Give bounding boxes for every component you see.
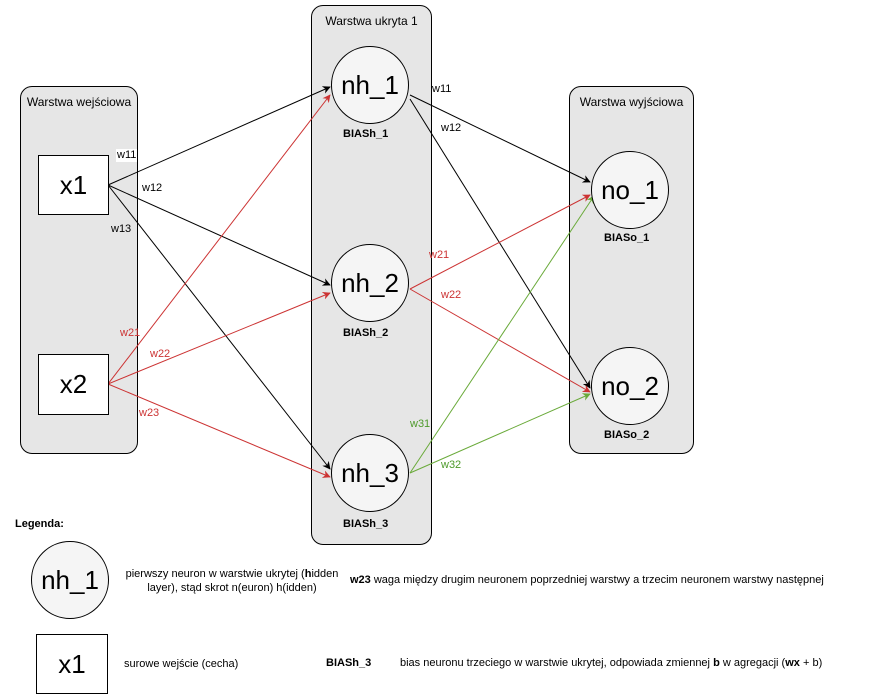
- edge-x2-nh1: [107, 94, 331, 385]
- label-nh2-no2: w22: [441, 289, 462, 301]
- legend-weight-desc: waga między drugim neuronem poprzedniej …: [373, 574, 824, 586]
- input-layer-title: Warstwa wejściowa: [26, 95, 132, 109]
- bias-nh-2: BIASh_2: [343, 327, 389, 339]
- legend-bias-desc-b: b: [713, 657, 720, 669]
- legend-neuron-description: pierwszy neuron w warstwie ukrytej (hidd…: [114, 567, 350, 595]
- legend-neuron-desc-3: layer), stąd skrot n(euron) h(idden): [147, 582, 317, 594]
- bias-no-1: BIASo_1: [604, 232, 650, 244]
- legend-bias-desc-wx: wx: [785, 657, 800, 669]
- bias-no-2: BIASo_2: [604, 429, 650, 441]
- legend-bias-description: bias neuronu trzeciego w warstwie ukryte…: [400, 656, 822, 670]
- label-nh1-no2: w12: [441, 122, 462, 134]
- label-x2-nh1: w21: [120, 327, 141, 339]
- bias-nh-1: BIASh_1: [343, 128, 389, 140]
- legend-neuron-desc-1: pierwszy neuron w warstwie ukrytej (: [125, 568, 305, 580]
- label-x1-nh1: w11: [116, 149, 138, 162]
- edge-x1-nh2: [107, 184, 331, 286]
- neuron-no-2[interactable]: no_2: [591, 347, 669, 425]
- legend-bias-desc-1: bias neuronu trzeciego w warstwie ukryte…: [400, 657, 710, 669]
- legend-bias-desc-2: w agregacji (: [722, 657, 786, 669]
- edge-nh3-no2: [409, 393, 591, 474]
- legend-weight-description: w23 waga między drugim neuronem poprzedn…: [350, 573, 824, 587]
- neuron-no-1[interactable]: no_1: [591, 151, 669, 229]
- edge-x2-nh3: [107, 383, 331, 478]
- bias-nh-3: BIASh_3: [343, 518, 389, 530]
- legend-bias-key-label: BIASh_3: [326, 657, 372, 669]
- edge-nh3-no1: [409, 195, 595, 474]
- legend-weight-key: w23: [350, 574, 371, 586]
- legend-neuron-desc-bold: h: [304, 568, 312, 580]
- input-node-x2[interactable]: x2: [38, 354, 109, 415]
- edge-nh2-no1: [409, 194, 591, 290]
- legend-bias-key: BIASh_3: [326, 656, 371, 670]
- neuron-nh-3[interactable]: nh_3: [331, 434, 409, 512]
- label-nh2-no1: w21: [429, 249, 450, 261]
- edge-nh1-no2: [409, 98, 591, 389]
- label-nh3-no2: w32: [441, 459, 462, 471]
- label-x2-nh2: w22: [150, 348, 171, 360]
- legend-title: Legenda:: [15, 518, 64, 530]
- label-x1-nh3: w13: [111, 223, 132, 235]
- edge-x2-nh2: [107, 292, 331, 385]
- label-nh3-no1: w31: [410, 418, 431, 430]
- edge-nh1-no1: [409, 94, 591, 183]
- output-layer-title: Warstwa wyjściowa: [579, 95, 684, 109]
- input-node-x1[interactable]: x1: [38, 155, 109, 215]
- legend-neuron-desc-2: idden: [311, 568, 339, 580]
- label-x1-nh2: w12: [142, 182, 163, 194]
- edge-x1-nh3: [107, 184, 331, 470]
- label-nh1-no1: w11: [432, 83, 452, 95]
- hidden-layer-title: Warstwa ukryta 1: [325, 14, 418, 28]
- edge-nh2-no2: [409, 288, 591, 393]
- label-x2-nh3: w23: [139, 407, 160, 419]
- edge-x1-nh1: [107, 86, 331, 186]
- legend-bias-desc-3: + b): [802, 657, 823, 669]
- neuron-nh-2[interactable]: nh_2: [331, 244, 409, 322]
- legend-input-desc: surowe wejście (cecha): [124, 658, 239, 670]
- legend-neuron-example: nh_1: [31, 541, 109, 619]
- legend-input-example: x1: [36, 634, 108, 694]
- neuron-nh-1[interactable]: nh_1: [331, 46, 409, 124]
